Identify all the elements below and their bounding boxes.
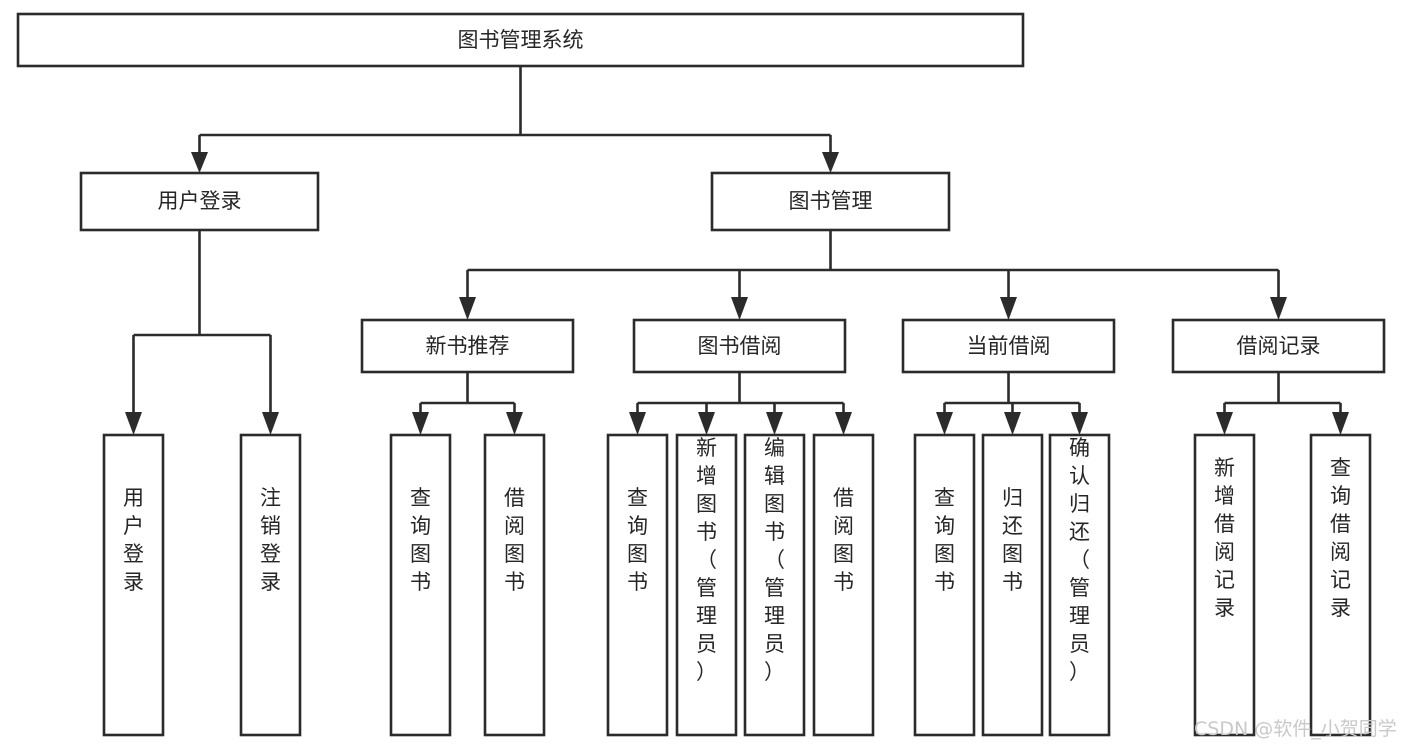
leaf-record-2[interactable]: 查询借阅记录 [1309, 433, 1372, 737]
node-current-borrow[interactable]: 当前借阅 [901, 318, 1116, 374]
arrow-head-record-leaf-2 [1332, 412, 1349, 435]
node-label-borrow-record: 借阅记录 [1237, 334, 1321, 358]
leaf-label-recommend-1: 查询图书 [410, 486, 431, 594]
node-label-user-login: 用户登录 [158, 189, 242, 213]
arrow-head-level3-2 [731, 297, 748, 320]
arrow-head-level3-3 [1000, 297, 1017, 320]
node-label-book-borrow: 图书借阅 [698, 334, 782, 358]
arrow-head-recommend-leaf-1 [412, 412, 429, 435]
leaf-box-recommend-1[interactable] [389, 433, 452, 737]
leaf-label-current-1: 查询图书 [934, 486, 955, 594]
arrow-head-user-login [191, 152, 208, 173]
node-box-current-borrow[interactable] [901, 318, 1116, 374]
arrow-head-borrow-leaf-2 [698, 412, 715, 435]
arrow-head-current-leaf-3 [1071, 412, 1088, 435]
leaf-label-borrow-1: 查询图书 [627, 486, 648, 594]
node-new-book-recommend[interactable]: 新书推荐 [360, 318, 575, 374]
leaf-recommend-1[interactable]: 查询图书 [389, 433, 452, 737]
leaf-box-borrow-1[interactable] [606, 433, 669, 737]
leaf-label-borrow-2: 新增图书（管理员） [696, 436, 717, 684]
leaf-label-borrow-3: 编辑图书（管理员） [764, 436, 785, 684]
leaf-box-borrow-3[interactable] [743, 433, 806, 737]
arrow-head-current-leaf-2 [1004, 412, 1021, 435]
leaf-label-user-login-2: 注销登录 [260, 486, 281, 594]
node-box-root[interactable] [16, 12, 1025, 68]
leaf-current-3[interactable]: 确认归还（管理员） [1048, 433, 1111, 737]
node-label-root: 图书管理系统 [458, 28, 584, 52]
leaf-recommend-2[interactable]: 借阅图书 [483, 433, 546, 737]
arrow-head-book-manage [822, 152, 839, 173]
node-box-borrow-record[interactable] [1171, 318, 1386, 374]
arrow-head-borrow-leaf-1 [629, 412, 646, 435]
node-book-manage[interactable]: 图书管理 [710, 171, 951, 232]
arrow-head-borrow-leaf-3 [766, 412, 783, 435]
leaf-user-login-2[interactable]: 注销登录 [239, 433, 302, 737]
arrow-head-leaf-user-login-1 [125, 412, 142, 435]
leaf-box-record-1[interactable] [1193, 433, 1256, 737]
leaf-label-current-3: 确认归还（管理员） [1069, 436, 1090, 684]
arrow-head-level3-1 [459, 297, 476, 320]
leaf-label-borrow-4: 借阅图书 [833, 486, 854, 594]
leaf-box-current-1[interactable] [913, 433, 976, 737]
leaf-box-borrow-2[interactable] [675, 433, 738, 737]
node-box-user-login[interactable] [79, 171, 320, 232]
leaf-user-login-1[interactable]: 用户登录 [102, 433, 165, 737]
leaf-current-2[interactable]: 归还图书 [981, 433, 1044, 737]
node-box-new-book-recommend[interactable] [360, 318, 575, 374]
arrow-head-record-leaf-1 [1216, 412, 1233, 435]
node-box-book-manage[interactable] [710, 171, 951, 232]
leaf-borrow-2[interactable]: 新增图书（管理员） [675, 433, 738, 737]
connector-layer [125, 66, 1349, 435]
arrow-head-leaf-user-login-2 [262, 412, 279, 435]
node-borrow-record[interactable]: 借阅记录 [1171, 318, 1386, 374]
leaf-label-record-2: 查询借阅记录 [1330, 456, 1351, 620]
leaf-box-recommend-2[interactable] [483, 433, 546, 737]
leaf-label-current-2: 归还图书 [1002, 486, 1023, 594]
csdn-watermark: CSDN @软件_小贺同学 [1194, 718, 1397, 740]
leaf-borrow-1[interactable]: 查询图书 [606, 433, 669, 737]
leaf-record-1[interactable]: 新增借阅记录 [1193, 433, 1256, 737]
leaf-label-recommend-2: 借阅图书 [504, 486, 525, 594]
leaf-box-borrow-4[interactable] [812, 433, 875, 737]
node-label-book-manage: 图书管理 [789, 189, 873, 213]
node-label-new-book-recommend: 新书推荐 [426, 334, 510, 358]
leaf-current-1[interactable]: 查询图书 [913, 433, 976, 737]
leaf-box-current-3[interactable] [1048, 433, 1111, 737]
arrow-head-borrow-leaf-4 [835, 412, 852, 435]
leaf-box-current-2[interactable] [981, 433, 1044, 737]
arrow-head-current-leaf-1 [936, 412, 953, 435]
leaf-label-user-login-1: 用户登录 [123, 486, 144, 594]
leaf-label-record-1: 新增借阅记录 [1214, 456, 1235, 620]
arrow-head-level3-4 [1270, 297, 1287, 320]
node-root-system[interactable]: 图书管理系统 [16, 12, 1025, 68]
leaf-box-user-login-2[interactable] [239, 433, 302, 737]
node-book-borrow[interactable]: 图书借阅 [632, 318, 847, 374]
leaf-borrow-4[interactable]: 借阅图书 [812, 433, 875, 737]
leaf-box-record-2[interactable] [1309, 433, 1372, 737]
node-user-login[interactable]: 用户登录 [79, 171, 320, 232]
leaf-box-user-login-1[interactable] [102, 433, 165, 737]
node-label-current-borrow: 当前借阅 [967, 334, 1051, 358]
arrow-head-recommend-leaf-2 [506, 412, 523, 435]
node-box-book-borrow[interactable] [632, 318, 847, 374]
leaf-borrow-3[interactable]: 编辑图书（管理员） [743, 433, 806, 737]
